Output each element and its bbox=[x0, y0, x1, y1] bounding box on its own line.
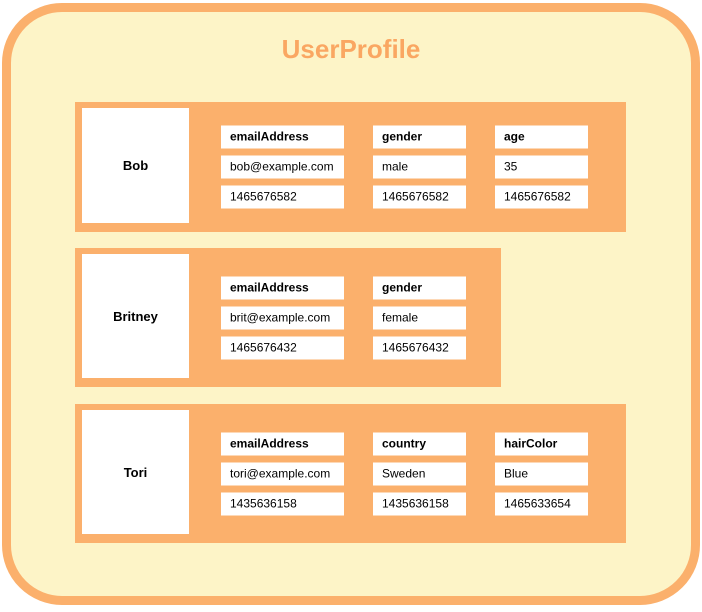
column-emailaddress: emailAddress brit@example.com 1465676432 bbox=[221, 276, 344, 359]
column-gender: gender male 1465676582 bbox=[373, 125, 466, 209]
column-value: tori@example.com bbox=[221, 462, 344, 485]
column-timestamp: 1465676582 bbox=[495, 185, 588, 209]
column-value: Sweden bbox=[373, 462, 466, 485]
column-timestamp: 1435636158 bbox=[373, 492, 466, 515]
column-value: bob@example.com bbox=[221, 155, 344, 179]
column-value: female bbox=[373, 306, 466, 329]
row-key-box: Bob bbox=[82, 108, 189, 223]
column-emailaddress: emailAddress tori@example.com 1435636158 bbox=[221, 432, 344, 515]
panel-title: UserProfile bbox=[281, 34, 421, 64]
column-haircolor: hairColor Blue 1465633654 bbox=[495, 432, 588, 515]
column-header: age bbox=[495, 125, 588, 149]
columns-group: emailAddress brit@example.com 1465676432… bbox=[221, 276, 466, 359]
column-header: hairColor bbox=[495, 432, 588, 455]
row-bob: Bob emailAddress bob@example.com 1465676… bbox=[75, 102, 626, 232]
column-value: Blue bbox=[495, 462, 588, 485]
column-timestamp: 1465633654 bbox=[495, 492, 588, 515]
column-timestamp: 1465676582 bbox=[373, 185, 466, 209]
column-timestamp: 1465676432 bbox=[373, 336, 466, 359]
column-timestamp: 1435636158 bbox=[221, 492, 344, 515]
column-header: gender bbox=[373, 276, 466, 299]
column-header: emailAddress bbox=[221, 276, 344, 299]
column-age: age 35 1465676582 bbox=[495, 125, 588, 209]
columns-group: emailAddress tori@example.com 1435636158… bbox=[221, 432, 588, 515]
column-value: 35 bbox=[495, 155, 588, 179]
row-tori: Tori emailAddress tori@example.com 14356… bbox=[75, 404, 626, 543]
column-timestamp: 1465676582 bbox=[221, 185, 344, 209]
column-value: brit@example.com bbox=[221, 306, 344, 329]
column-header: gender bbox=[373, 125, 466, 149]
row-key-box: Britney bbox=[82, 254, 189, 378]
columns-group: emailAddress bob@example.com 1465676582 … bbox=[221, 125, 588, 209]
column-emailaddress: emailAddress bob@example.com 1465676582 bbox=[221, 125, 344, 209]
column-header: country bbox=[373, 432, 466, 455]
column-country: country Sweden 1435636158 bbox=[373, 432, 466, 515]
row-key-box: Tori bbox=[82, 410, 189, 534]
column-header: emailAddress bbox=[221, 432, 344, 455]
column-gender: gender female 1465676432 bbox=[373, 276, 466, 359]
row-britney: Britney emailAddress brit@example.com 14… bbox=[75, 248, 501, 387]
column-header: emailAddress bbox=[221, 125, 344, 149]
column-value: male bbox=[373, 155, 466, 179]
column-timestamp: 1465676432 bbox=[221, 336, 344, 359]
